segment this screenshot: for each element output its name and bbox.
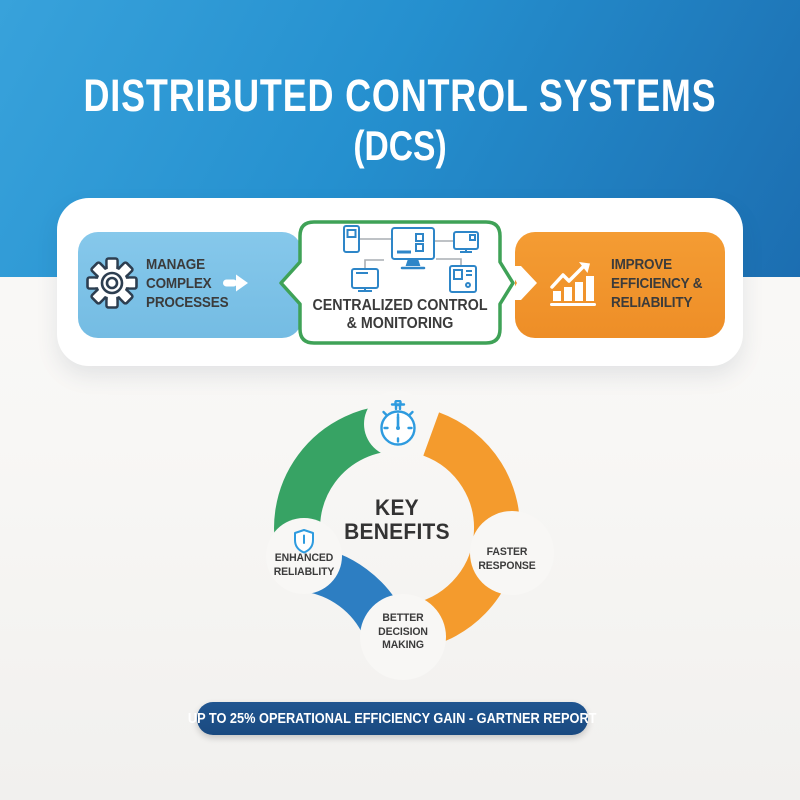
label-line: MAKING	[382, 639, 424, 651]
flow-step-manage-label: MANAGE COMPLEX PROCESSES	[146, 255, 229, 312]
label-line: BENEFITS	[344, 519, 450, 544]
flow-step-central	[279, 220, 537, 345]
page-title: DISTRIBUTED CONTROL SYSTEMS (DCS)	[80, 70, 720, 170]
ring-gap-right	[470, 511, 554, 595]
benefit-label-faster-response: FASTER RESPONSE	[460, 546, 555, 573]
label-line: COMPLEX	[146, 275, 212, 292]
growth-chart-icon	[550, 262, 596, 306]
label-line: BETTER	[382, 612, 424, 624]
label-line: KEY	[375, 495, 419, 520]
label-line: CENTRALIZED CONTROL	[312, 297, 488, 314]
gear-icon	[86, 257, 138, 309]
title-line-2: (DCS)	[353, 122, 447, 169]
footer-banner: UP TO 25% OPERATIONAL EFFICIENCY GAIN - …	[188, 702, 597, 735]
label-line: RESPONSE	[478, 559, 536, 572]
label-line: PROCESSES	[146, 294, 229, 311]
flow-step-central-label: CENTRALIZED CONTROL & MONITORING	[308, 297, 492, 333]
label-line: & MONITORING	[346, 315, 454, 332]
arrow-right-icon	[223, 274, 248, 292]
title-line-1: DISTRIBUTED CONTROL SYSTEMS	[83, 70, 717, 121]
ring-gap-left	[266, 518, 342, 594]
label-line: FASTER	[486, 546, 528, 558]
benefits-title: KEY BENEFITS	[304, 496, 490, 544]
arrow-banner-shape	[279, 220, 515, 345]
scada-network-icon	[343, 225, 479, 293]
flow-step-improve-label: IMPROVE EFFICIENCY & RELIABILITY	[611, 255, 703, 312]
label-line: DECISION	[378, 625, 428, 638]
label-line: RELIABLITY	[273, 565, 335, 578]
benefit-label-better-decision: BETTER DECISION MAKING	[356, 612, 451, 653]
label-line: ENHANCED	[274, 552, 334, 564]
label-line: IMPROVE	[611, 256, 673, 273]
ring-gap-bottom	[360, 594, 446, 680]
label-line: EFFICIENCY &	[611, 275, 703, 292]
stopwatch-icon	[380, 400, 416, 446]
footer-banner-text: UP TO 25% OPERATIONAL EFFICIENCY GAIN - …	[188, 710, 597, 727]
chevron-right-icon	[507, 266, 537, 300]
flow-step-improve	[515, 232, 725, 338]
label-line: RELIABILITY	[611, 294, 693, 311]
shield-icon	[294, 529, 314, 554]
benefit-label-enhanced-reliability: ENHANCED RELIABLITY	[257, 552, 352, 579]
label-line: MANAGE	[146, 256, 205, 273]
